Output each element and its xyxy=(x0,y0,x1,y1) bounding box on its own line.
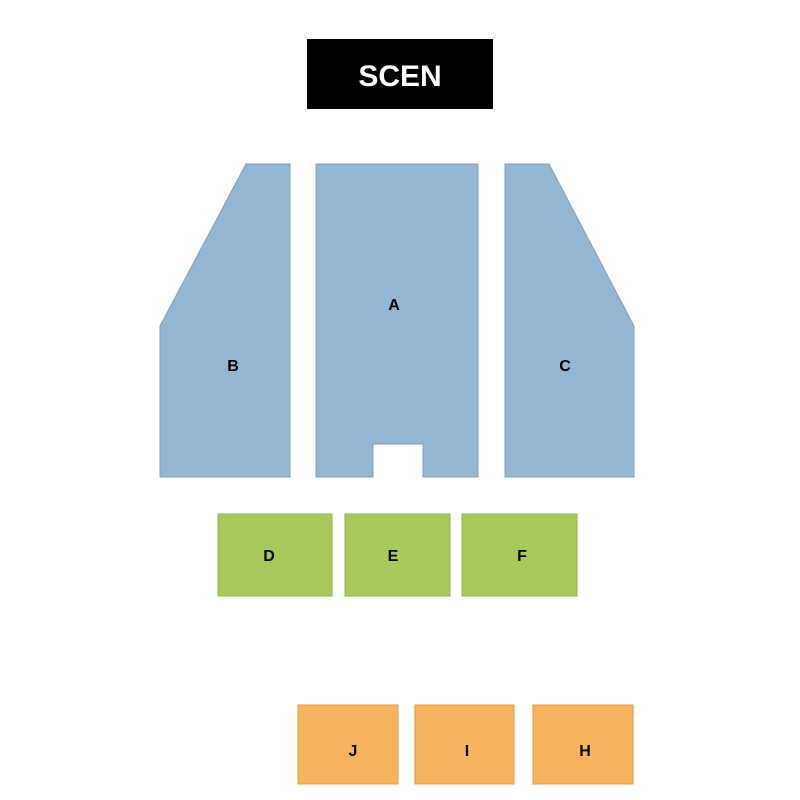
section-a[interactable]: A xyxy=(315,163,479,478)
section-j-shape[interactable] xyxy=(297,704,399,785)
section-j-label: J xyxy=(349,743,358,760)
section-i-label: I xyxy=(465,743,469,760)
section-c-shape[interactable] xyxy=(504,163,635,478)
section-e-shape[interactable] xyxy=(344,513,451,597)
section-d-label: D xyxy=(263,548,275,565)
section-f-label: F xyxy=(517,548,527,565)
stage-block xyxy=(307,39,493,109)
section-e[interactable]: E xyxy=(344,513,451,597)
section-d[interactable]: D xyxy=(217,513,333,597)
section-j[interactable]: J xyxy=(297,704,399,785)
section-i[interactable]: I xyxy=(414,704,515,785)
section-h-shape[interactable] xyxy=(532,704,634,785)
section-f[interactable]: F xyxy=(461,513,578,597)
section-b[interactable]: B xyxy=(159,163,291,478)
section-h[interactable]: H xyxy=(532,704,634,785)
stage: SCEN xyxy=(307,39,493,109)
section-i-shape[interactable] xyxy=(414,704,515,785)
section-b-label: B xyxy=(227,358,239,375)
section-e-label: E xyxy=(388,548,399,565)
section-d-shape[interactable] xyxy=(217,513,333,597)
section-b-shape[interactable] xyxy=(159,163,291,478)
section-h-label: H xyxy=(579,743,591,760)
section-c[interactable]: C xyxy=(504,163,635,478)
section-f-shape[interactable] xyxy=(461,513,578,597)
section-c-label: C xyxy=(559,358,571,375)
stage-label: SCEN xyxy=(358,60,441,93)
section-a-label: A xyxy=(388,297,400,314)
section-a-shape[interactable] xyxy=(315,163,479,478)
